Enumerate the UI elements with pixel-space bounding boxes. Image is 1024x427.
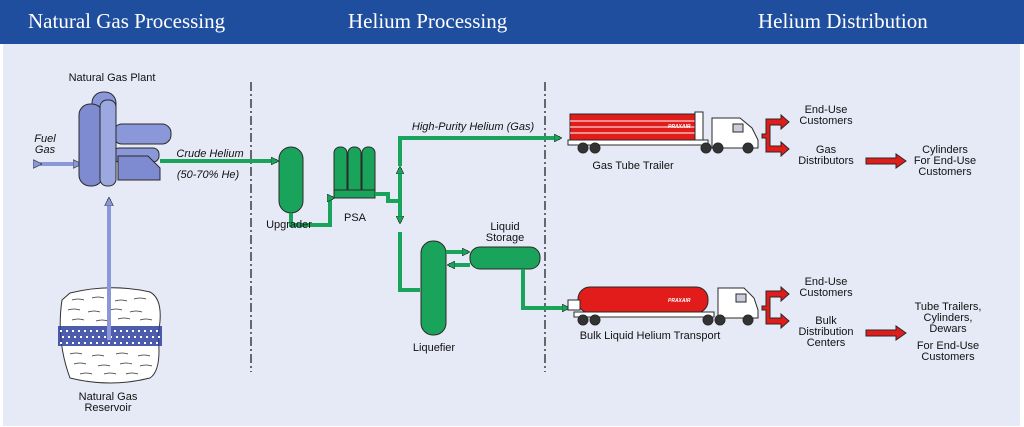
tube-trailers-a: Tube Trailers, xyxy=(915,301,982,313)
fuel-gas-label-1: Fuel xyxy=(34,133,56,145)
bulk-distribution-b: Distribution xyxy=(798,326,853,338)
section-title-helium-processing: Helium Processing xyxy=(348,9,508,33)
bulk-distribution-arrows xyxy=(761,285,790,330)
cylinders-label-a: Cylinders xyxy=(922,144,968,156)
psa-label: PSA xyxy=(344,212,367,224)
gas-tube-trailer-label: Gas Tube Trailer xyxy=(592,160,674,172)
liquid-storage-tank xyxy=(469,246,541,270)
upgrader-to-psa-line xyxy=(289,198,333,227)
gas-distributors-b: Distributors xyxy=(798,155,854,167)
tube-trailers-c: Dewars xyxy=(929,323,967,335)
fuel-gas-label-2: Gas xyxy=(35,144,56,156)
plant-label: Natural Gas Plant xyxy=(69,72,156,84)
cylinders-label-b: For End-Use xyxy=(914,155,976,167)
upgrader-vessel xyxy=(278,146,304,214)
bulk-distribution-c: Centers xyxy=(807,337,846,349)
end-use-customers-1a: End-Use xyxy=(805,104,848,116)
header-bar: Natural Gas Processing Helium Processing… xyxy=(0,0,1024,44)
reservoir-label-2: Reservoir xyxy=(84,402,131,414)
high-purity-label: High-Purity Helium (Gas) xyxy=(412,121,535,133)
liquefier-label: Liquefier xyxy=(413,342,456,354)
gas-trailer-brand: PRAXAIR xyxy=(668,124,691,130)
diagram-panel xyxy=(3,44,1020,426)
bulk-liquid-transport-label: Bulk Liquid Helium Transport xyxy=(580,330,721,342)
bulk-transport-brand: PRAXAIR xyxy=(668,298,691,304)
tube-trailers-b: Cylinders, xyxy=(924,312,973,324)
crude-helium-percent-label: (50-70% He) xyxy=(177,169,240,181)
end-use-customers-1b: Customers xyxy=(799,115,853,127)
storage-to-bulk-line xyxy=(521,269,568,308)
centers-to-customers-arrow xyxy=(865,325,907,341)
end-use-customers-2b: Customers xyxy=(799,287,853,299)
bulk-distribution-a: Bulk xyxy=(815,315,837,327)
liquid-storage-label-2: Storage xyxy=(486,232,525,244)
tube-trailers-e: Customers xyxy=(921,351,975,363)
liquid-storage-label-1: Liquid xyxy=(490,221,519,233)
gas-tube-trailer xyxy=(567,111,759,154)
reservoir-label-1: Natural Gas xyxy=(79,391,138,403)
psa-output-line xyxy=(375,192,400,203)
gas-distributors-a: Gas xyxy=(816,144,837,156)
natural-gas-plant xyxy=(78,91,172,187)
distributors-to-cylinders-arrow xyxy=(865,153,907,169)
high-purity-line xyxy=(398,138,560,166)
bulk-liquid-transport xyxy=(567,286,759,326)
upgrader-label: Upgrader xyxy=(266,219,312,231)
psa-unit xyxy=(333,146,376,199)
crude-helium-label: Crude Helium xyxy=(176,148,243,160)
section-title-natural-gas-processing: Natural Gas Processing xyxy=(28,9,226,33)
to-liquefier-line xyxy=(398,232,420,292)
liquefier-vessel xyxy=(420,240,447,336)
tube-trailers-d: For End-Use xyxy=(917,340,979,352)
end-use-customers-2a: End-Use xyxy=(805,276,848,288)
cylinders-label-c: Customers xyxy=(918,166,972,178)
trailer-distribution-arrows xyxy=(761,113,790,158)
section-title-helium-distribution: Helium Distribution xyxy=(758,9,928,33)
